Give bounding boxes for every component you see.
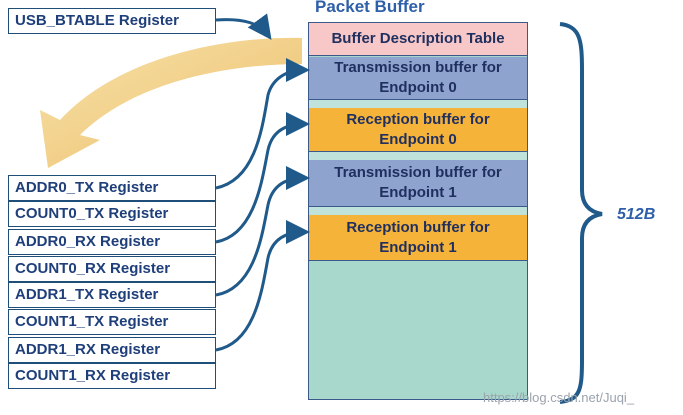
- register-label: ADDR1_RX Register: [15, 341, 161, 358]
- block-label: Buffer Description Table: [331, 30, 505, 47]
- packet-buffer-title: Packet Buffer: [315, 0, 425, 16]
- rx-buffer-endpoint-1-block: Reception buffer for Endpoint 1: [309, 215, 527, 261]
- count0-tx-register: COUNT0_TX Register: [8, 201, 216, 227]
- register-label: COUNT1_RX Register: [15, 367, 171, 384]
- watermark: https://blog.csdn.net/Juqi_: [483, 390, 635, 405]
- addr0-rx-arrow: [215, 112, 310, 244]
- count0-rx-register: COUNT0_RX Register: [8, 256, 216, 282]
- addr0-tx-register: ADDR0_TX Register: [8, 175, 216, 201]
- block-label: Reception buffer for Endpoint 1: [346, 218, 490, 256]
- register-label: COUNT1_TX Register: [15, 313, 169, 330]
- btable-arrow: [215, 13, 272, 40]
- register-label: ADDR0_TX Register: [15, 179, 159, 196]
- block-label: Transmission buffer for Endpoint 0: [334, 59, 502, 96]
- tx-buffer-endpoint-0-block: Transmission buffer for Endpoint 0: [309, 57, 527, 100]
- curved-arrow: [40, 37, 302, 168]
- buffer-description-table-block: Buffer Description Table: [309, 23, 527, 56]
- size-brace: [559, 22, 603, 404]
- buffer-spacer: [309, 100, 527, 108]
- addr1-tx-arrow: [215, 166, 310, 297]
- buffer-spacer: [309, 152, 527, 160]
- block-label: Reception buffer for Endpoint 0: [346, 110, 490, 148]
- addr1-rx-arrow: [215, 220, 310, 352]
- addr1-rx-register: ADDR1_RX Register: [8, 337, 216, 363]
- register-label: ADDR0_RX Register: [15, 233, 161, 250]
- size-label: 512B: [617, 206, 656, 223]
- register-label: COUNT0_TX Register: [15, 205, 169, 222]
- block-label: Transmission buffer for Endpoint 1: [334, 164, 502, 201]
- register-label: COUNT0_RX Register: [15, 260, 171, 277]
- addr0-tx-arrow: [215, 58, 310, 190]
- addr1-tx-register: ADDR1_TX Register: [8, 282, 216, 308]
- count1-tx-register: COUNT1_TX Register: [8, 309, 216, 335]
- usb-btable-register: USB_BTABLE Register: [8, 8, 216, 34]
- count1-rx-register: COUNT1_RX Register: [8, 363, 216, 389]
- tx-buffer-endpoint-1-block: Transmission buffer for Endpoint 1: [309, 160, 527, 207]
- register-label: ADDR1_TX Register: [15, 286, 159, 303]
- register-label: USB_BTABLE Register: [15, 12, 179, 29]
- addr0-rx-register: ADDR0_RX Register: [8, 229, 216, 255]
- buffer-spacer: [309, 207, 527, 215]
- rx-buffer-endpoint-0-block: Reception buffer for Endpoint 0: [309, 108, 527, 152]
